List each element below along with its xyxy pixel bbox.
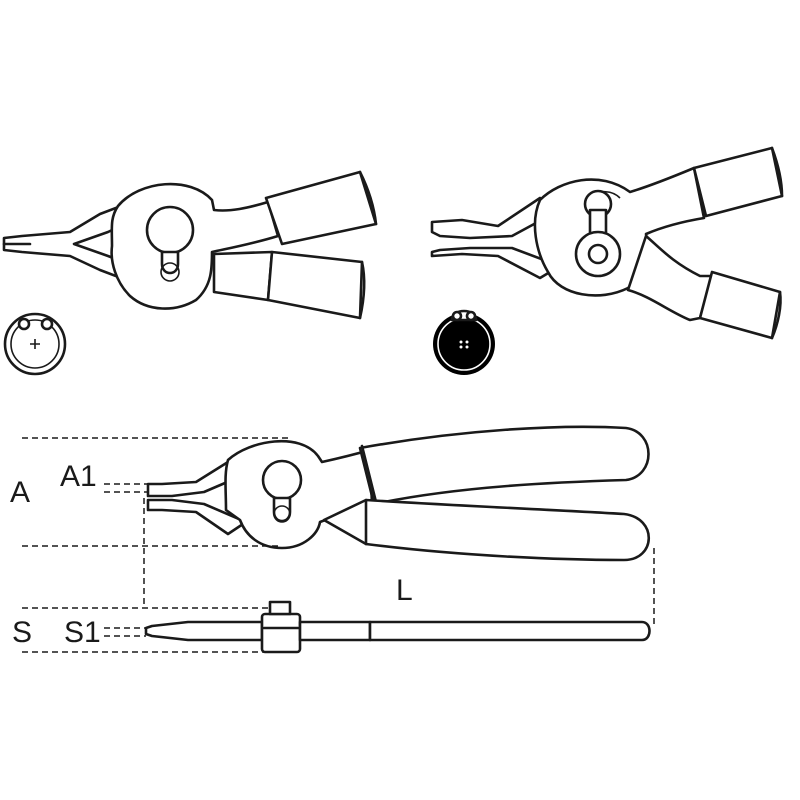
dimension-label-l: L xyxy=(396,574,413,607)
plier-profile-view xyxy=(144,600,651,654)
internal-circlip-icon xyxy=(3,312,67,376)
dimension-label-s1: S1 xyxy=(64,616,101,649)
dimension-lines xyxy=(22,437,655,653)
dimension-label-s: S xyxy=(12,616,32,649)
plier-dimension-view xyxy=(146,425,650,562)
external-circlip-icon xyxy=(433,309,495,375)
plier-internal-view xyxy=(2,170,378,320)
dimension-label-a1: A1 xyxy=(60,460,97,493)
dimension-label-a: A xyxy=(10,476,30,509)
plier-external-view xyxy=(430,146,784,340)
